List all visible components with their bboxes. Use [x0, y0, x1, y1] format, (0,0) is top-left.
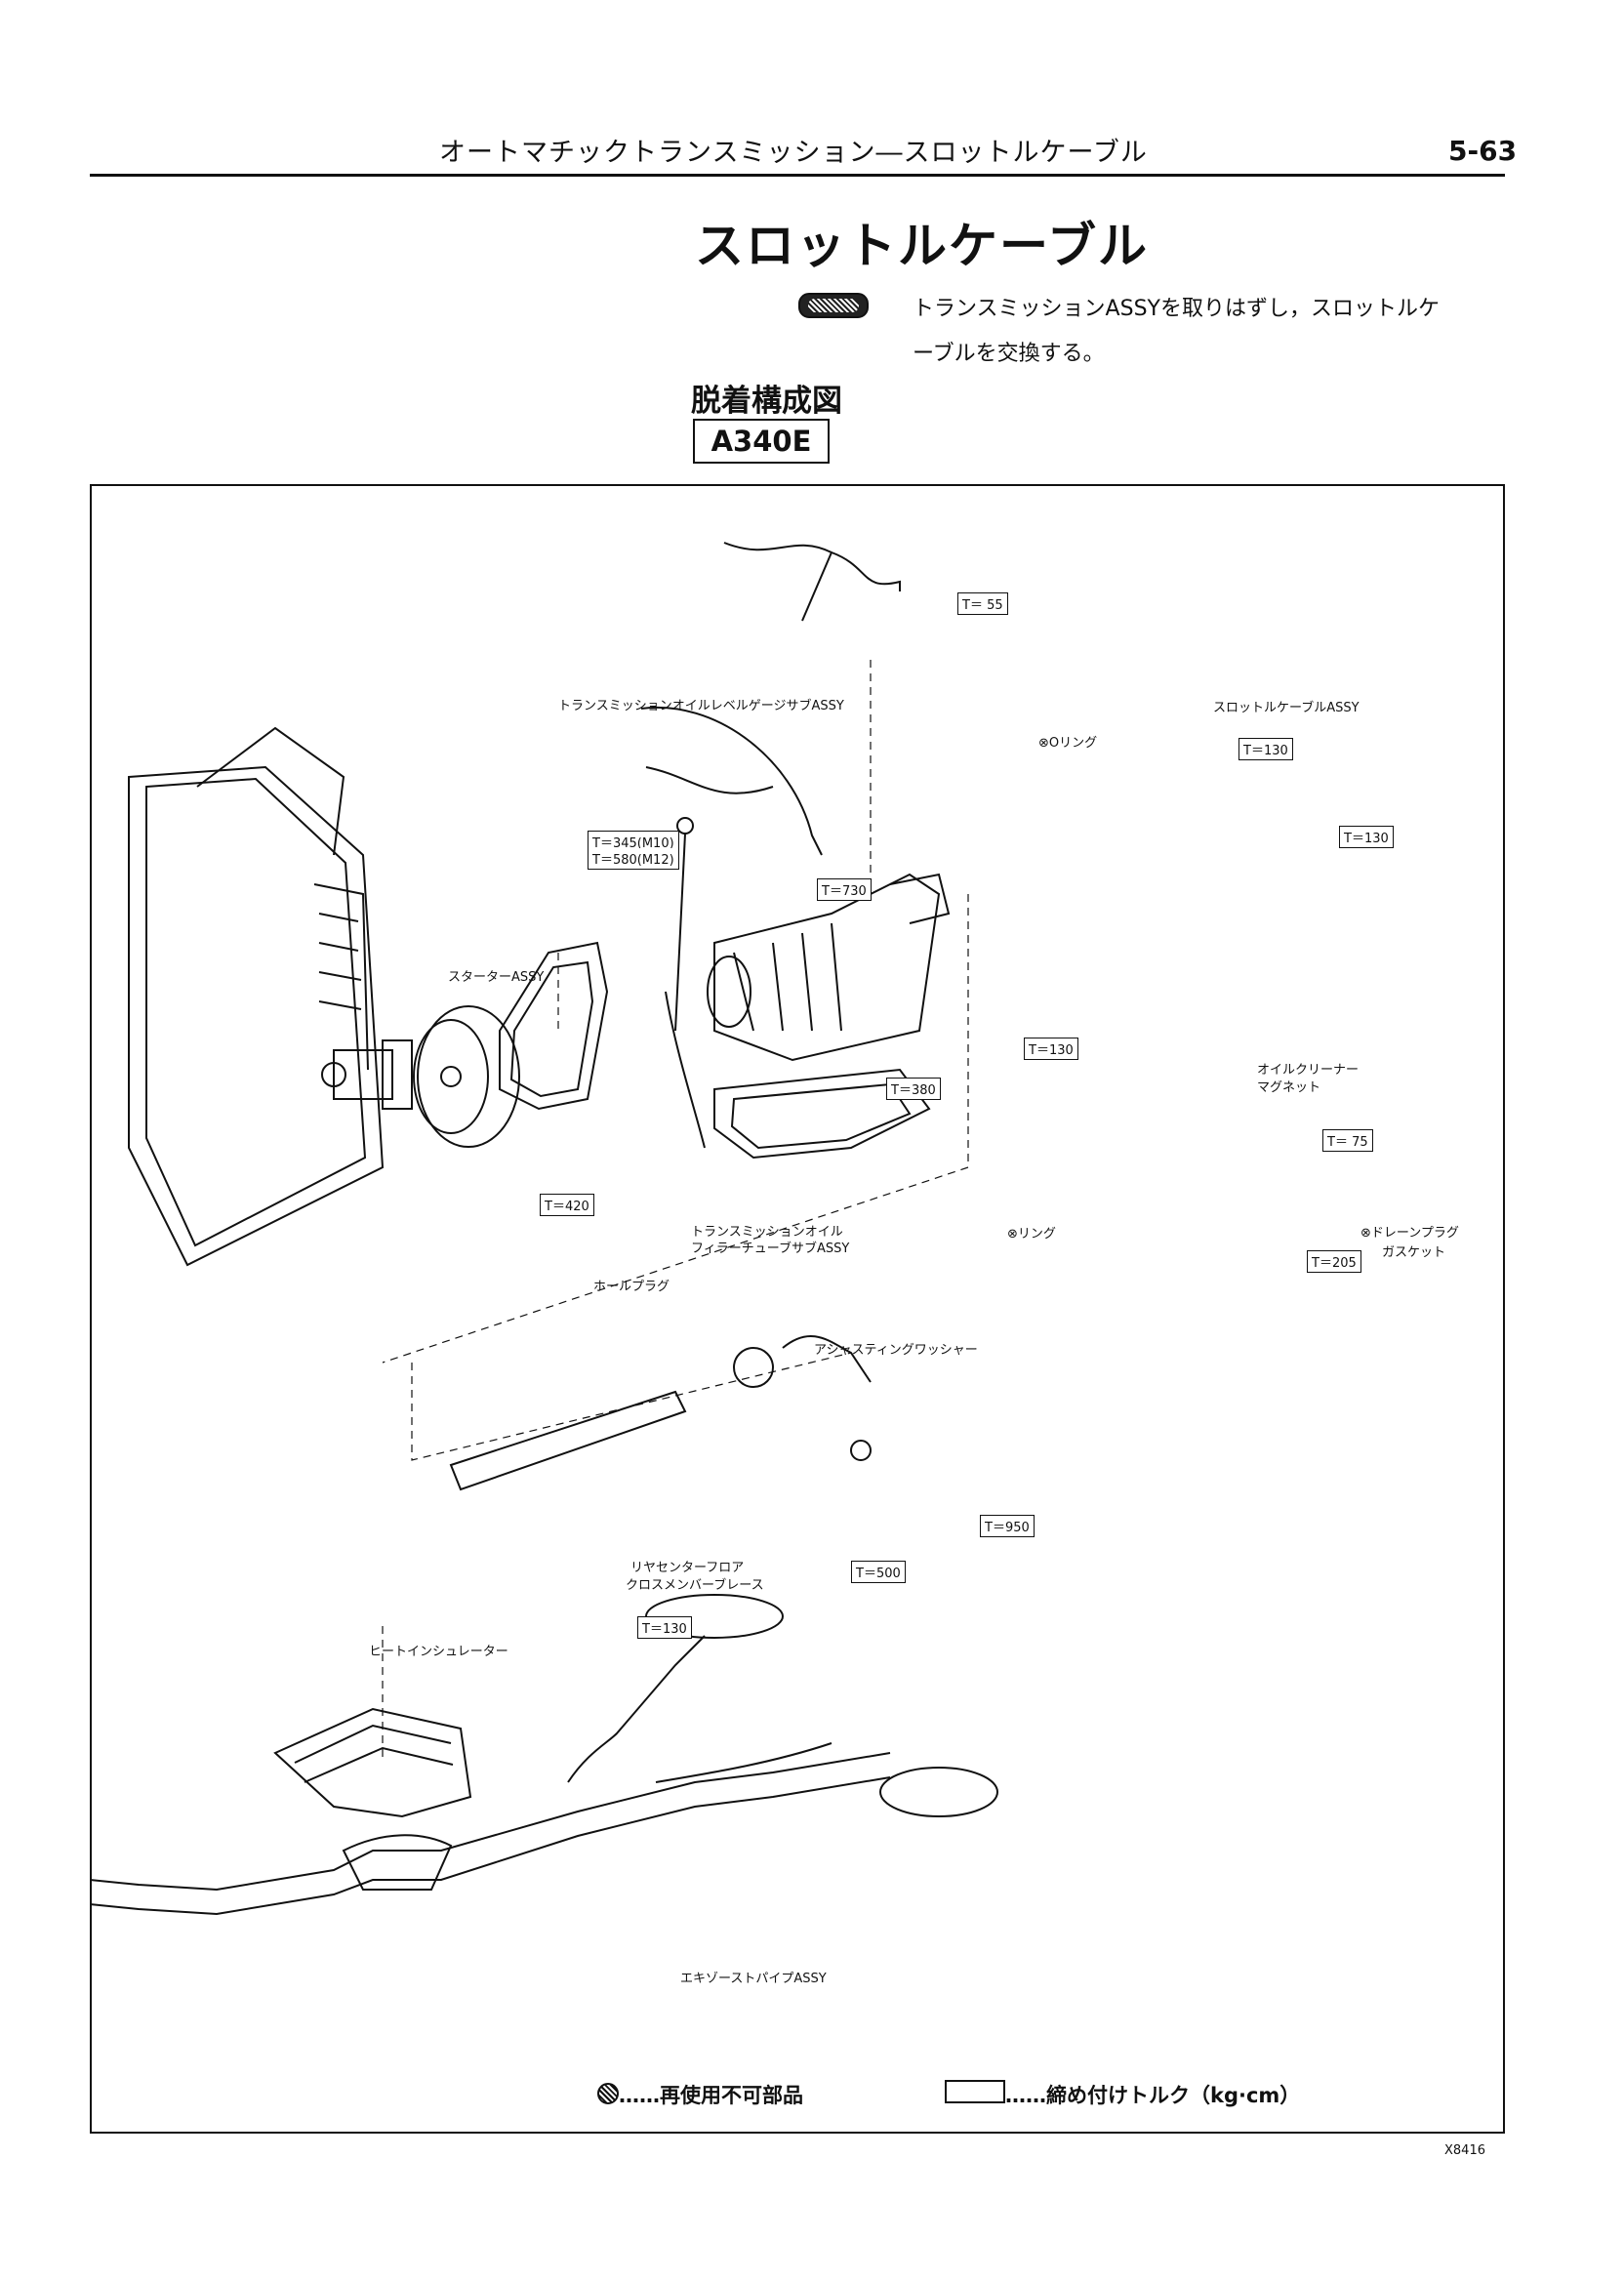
torque-t130-a: T＝130: [1238, 738, 1293, 760]
label-filler-tube-1: トランスミッションオイル: [691, 1225, 843, 1240]
label-o-ring: ⊗Oリング: [1038, 736, 1098, 751]
exploded-view-drawing: [90, 542, 998, 1916]
torque-t380: T＝380: [886, 1078, 941, 1100]
label-drain-plug: ⊗ドレーンプラグ: [1360, 1226, 1459, 1241]
hint-text-line-2: ーブルを交換する。: [913, 342, 1105, 366]
torque-t730: T＝730: [817, 878, 872, 901]
model-badge: A340E: [693, 419, 830, 464]
propeller-shaft-drawing: [449, 1335, 872, 1491]
label-heat-insulator: ヒートインシュレーター: [369, 1645, 508, 1659]
hint-icon: [798, 293, 869, 318]
torque-t950: T＝950: [980, 1515, 1035, 1537]
non-reusable-icon: [597, 2083, 619, 2104]
transmission-drawing: [707, 873, 951, 1062]
model-label: A340E: [710, 425, 812, 458]
label-exhaust-pipe: エキゾーストパイプASSY: [680, 1972, 827, 1986]
label-starter: スターターASSY: [448, 970, 545, 985]
torque-t205: T＝205: [1307, 1250, 1361, 1273]
header-rule: [90, 174, 1505, 177]
torque-converter-drawing: [413, 1005, 520, 1148]
label-level-gauge: トランスミッションオイルレベルゲージサブASSY: [558, 699, 844, 713]
exhaust-pipe-drawing: [90, 1594, 998, 1916]
label-oil-cleaner-1: オイルクリーナー: [1257, 1063, 1360, 1078]
torque-t55: T＝ 55: [957, 592, 1008, 615]
torque-t130-c: T＝130: [1024, 1038, 1078, 1060]
torque-box-icon: [945, 2080, 1005, 2103]
label-brace-1: リヤセンターフロア: [630, 1561, 745, 1575]
label-filler-tube-2: フィラーチューブサブASSY: [691, 1242, 850, 1256]
label-gasket: ガスケット: [1382, 1245, 1446, 1260]
legend-torque: ……締め付けトルク（kg·cm）: [1005, 2084, 1301, 2107]
figure-code: X8416: [1444, 2143, 1485, 2158]
torque-t580: T＝580(M12): [588, 848, 679, 870]
diagram-title: 脱着構成図: [691, 384, 842, 419]
section-title: スロットルケーブル: [695, 218, 1149, 274]
label-ring: ⊗リング: [1007, 1227, 1056, 1242]
heat-insulator-drawing: [273, 1707, 472, 1818]
label-washer: アシャスティングワッシャー: [814, 1343, 978, 1358]
page-number: 5-63: [1448, 135, 1518, 167]
torque-t130-d: T＝130: [637, 1616, 692, 1639]
diagram-frame: [90, 484, 1505, 2134]
torque-t130-b: T＝130: [1339, 826, 1394, 848]
torque-t75: T＝ 75: [1322, 1129, 1373, 1152]
torque-t420: T＝420: [540, 1194, 594, 1216]
label-throttle-cable: スロットルケーブルASSY: [1213, 701, 1360, 715]
wire-harness-drawing: [723, 542, 901, 622]
radiator-drawing: [128, 726, 385, 1267]
leader-lines: [382, 660, 969, 1763]
torque-t500: T＝500: [851, 1561, 906, 1583]
torque-t345: T＝345(M10): [588, 831, 679, 852]
header-title: オートマチックトランスミッション―スロットルケーブル: [439, 138, 1148, 168]
label-oil-cleaner-2: マグネット: [1257, 1080, 1321, 1095]
transmission-housing-drawing: [499, 941, 609, 1111]
dipstick-drawing: [665, 817, 706, 1149]
label-hole-plug: ホールプラグ: [593, 1280, 670, 1294]
starter-drawing: [321, 1039, 413, 1110]
throttle-cable-drawing: [640, 706, 823, 856]
hint-text-line-1: トランスミッションASSYを取りはずし，スロットルケ: [913, 297, 1440, 321]
legend-non-reusable: ……再使用不可部品: [619, 2084, 803, 2107]
label-brace-2: クロスメンバーブレース: [626, 1578, 764, 1593]
